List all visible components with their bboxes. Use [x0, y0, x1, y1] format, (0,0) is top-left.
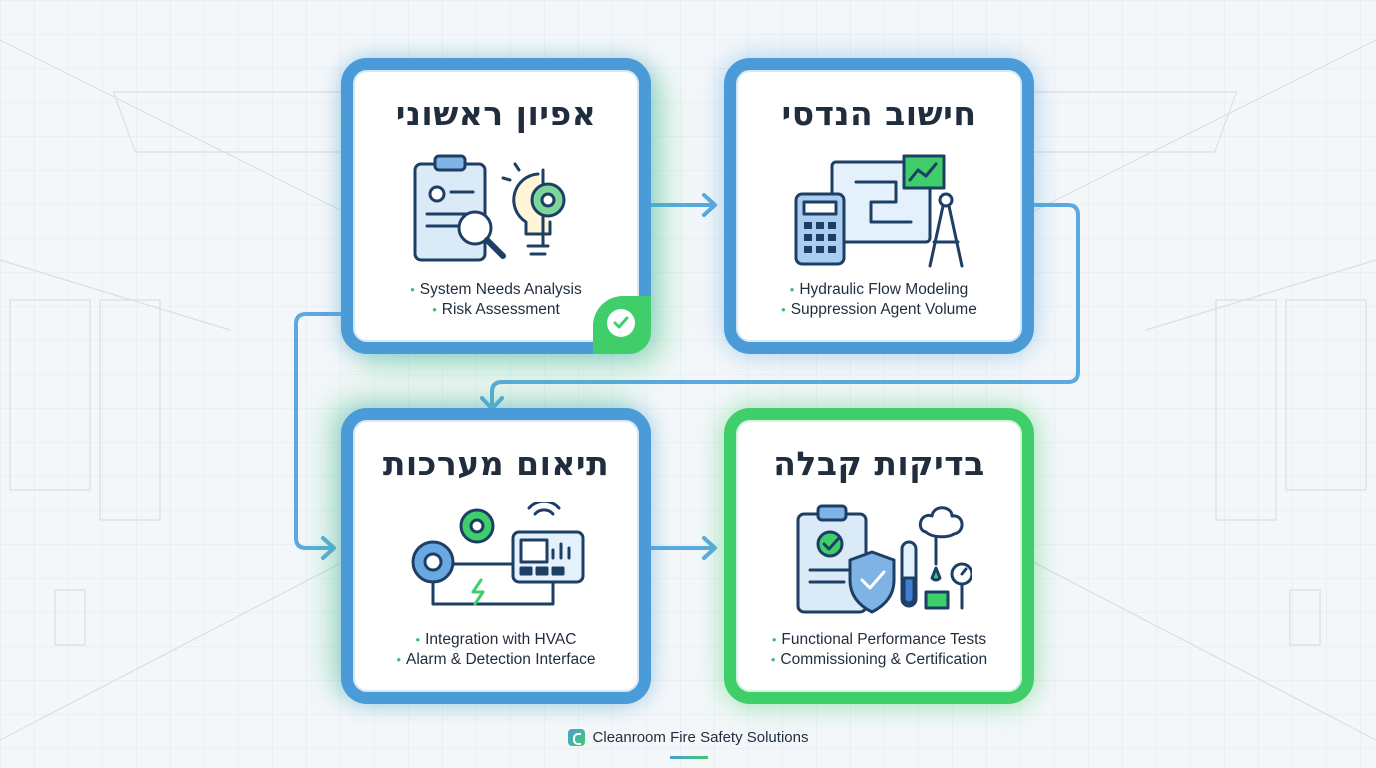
brand-name: Cleanroom Fire Safety Solutions [592, 729, 809, 746]
step-items: •Functional Performance Tests •Commissio… [736, 630, 1022, 670]
bullet-dot: • [396, 652, 402, 667]
footer: Cleanroom Fire Safety Solutions [0, 729, 1376, 750]
list-item: •System Needs Analysis [410, 281, 582, 298]
list-item: •Commissioning & Certification [770, 651, 988, 668]
step-items: •Integration with HVAC •Alarm & Detectio… [353, 630, 639, 670]
calculator-blueprint-compass-icon [794, 154, 964, 268]
step-title: בדיקות קבלה [773, 444, 985, 483]
step-title: תיאום מערכות [382, 444, 610, 483]
gears-control-panel-icon [411, 502, 585, 606]
clipboard-lightbulb-gear-icon [413, 154, 566, 262]
bullet-dot: • [771, 632, 777, 647]
step-card-systems-coordination: תיאום מערכות •Integration with HVAC •Ala… [341, 408, 651, 704]
step-title: אפיון ראשוני [395, 94, 597, 133]
step-card-acceptance-testing: בדיקות קבלה •Functional Performance Test… [724, 408, 1034, 704]
step-items: •Hydraulic Flow Modeling •Suppression Ag… [736, 280, 1022, 320]
footer-accent-line [670, 756, 708, 759]
bullet-dot: • [432, 302, 437, 317]
list-item: •Suppression Agent Volume [781, 301, 977, 318]
completed-badge [593, 296, 651, 354]
list-item: •Functional Performance Tests [771, 631, 987, 648]
clipboard-shield-test-tube-icon [796, 504, 972, 614]
bullet-dot: • [789, 282, 795, 297]
step-title: חישוב הנדסי [781, 94, 977, 133]
step-card-initial-specification: אפיון ראשוני •System Needs Analysis •Ris… [341, 58, 651, 354]
bullet-dot: • [410, 282, 415, 297]
bullet-dot: • [415, 632, 421, 647]
bullet-dot: • [781, 302, 786, 317]
list-item: •Alarm & Detection Interface [396, 651, 596, 668]
list-item: •Hydraulic Flow Modeling [789, 281, 969, 298]
brand-logo-icon [567, 729, 585, 746]
check-icon [613, 316, 629, 329]
bullet-dot: • [770, 652, 776, 667]
step-card-engineering-calculation: חישוב הנדסי •Hydraulic Flow Modeling •Su… [724, 58, 1034, 354]
list-item: •Integration with HVAC [415, 631, 577, 648]
